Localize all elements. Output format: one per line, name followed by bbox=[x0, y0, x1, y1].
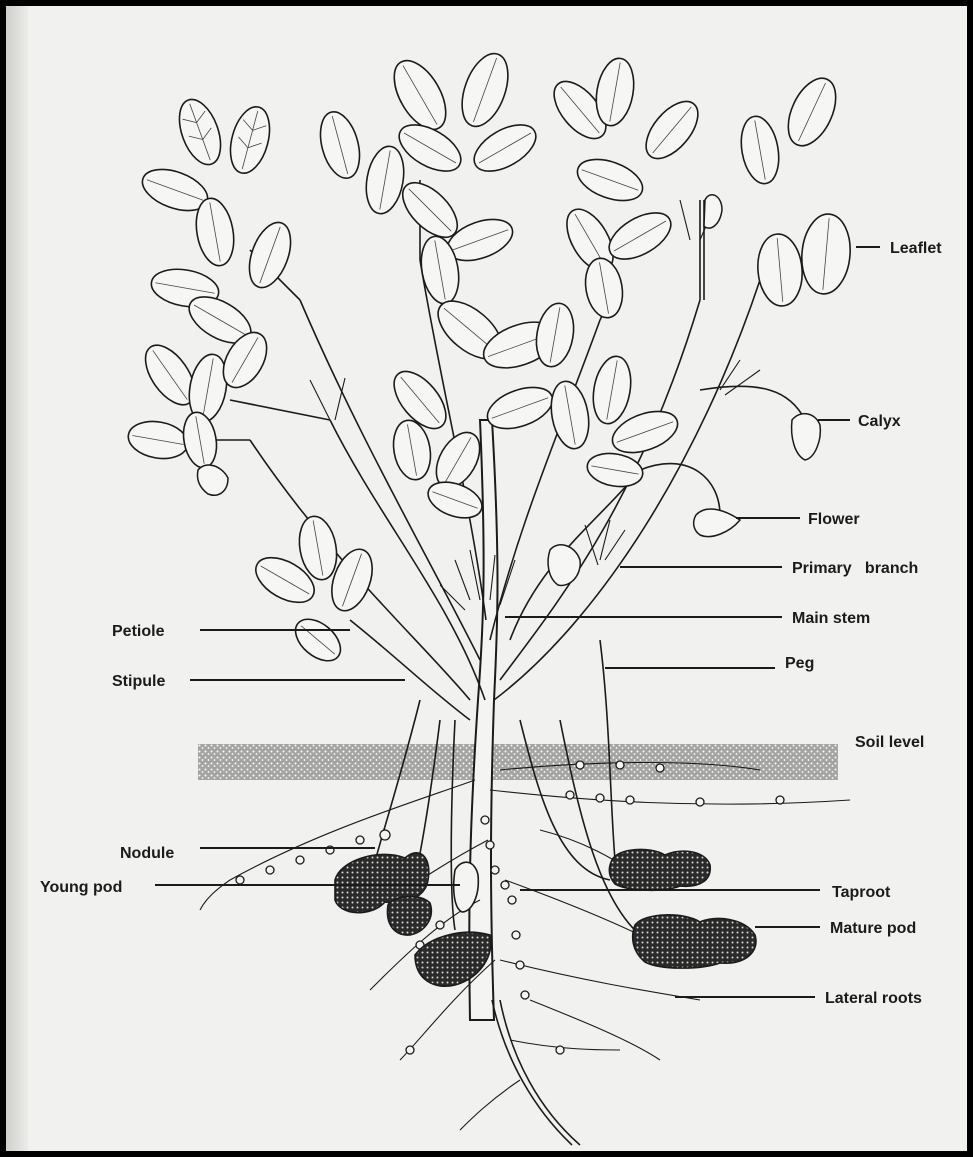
label-main-stem: Main stem bbox=[792, 610, 870, 627]
label-young-pod: Young pod bbox=[40, 879, 122, 896]
label-calyx: Calyx bbox=[858, 413, 901, 430]
groundnut-plant-diagram: Leaflet Calyx Flower Primary branch Main… bbox=[6, 6, 967, 1151]
label-stipule: Stipule bbox=[112, 673, 165, 690]
soil-band bbox=[198, 744, 838, 780]
label-leaflet: Leaflet bbox=[890, 240, 942, 257]
label-lateral-roots: Lateral roots bbox=[825, 990, 922, 1007]
label-peg: Peg bbox=[785, 655, 814, 672]
label-taproot: Taproot bbox=[832, 884, 891, 901]
nodules bbox=[236, 761, 784, 1054]
label-petiole: Petiole bbox=[112, 623, 165, 640]
label-mature-pod: Mature pod bbox=[830, 920, 916, 937]
flowers bbox=[197, 195, 820, 586]
figure-frame: Leaflet Calyx Flower Primary branch Main… bbox=[6, 6, 967, 1151]
label-flower: Flower bbox=[808, 511, 860, 528]
label-primary-branch: Primary branch bbox=[792, 560, 918, 577]
label-nodule: Nodule bbox=[120, 845, 174, 862]
label-soil-level: Soil level bbox=[855, 734, 924, 751]
pods bbox=[335, 849, 756, 986]
